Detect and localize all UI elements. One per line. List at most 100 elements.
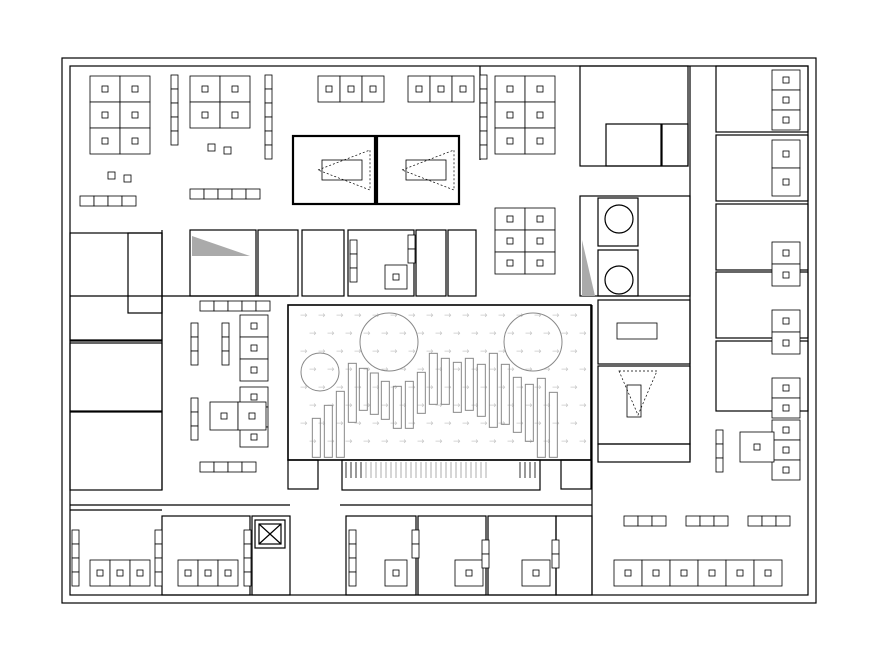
room [257, 229, 299, 297]
arrow-mark: → [390, 383, 398, 393]
cabinet [121, 195, 137, 207]
cabinet [245, 188, 261, 200]
arrow-mark: → [435, 437, 443, 447]
chair [506, 137, 514, 145]
arrow-mark: → [390, 311, 398, 321]
arrow-mark: → [453, 401, 461, 411]
arrow-mark: → [561, 329, 569, 339]
chair [116, 569, 124, 577]
chair [536, 237, 544, 245]
arrow-mark: → [453, 329, 461, 339]
arrow-mark: → [552, 347, 560, 357]
arrow-mark: → [579, 437, 587, 447]
arrow-mark: → [534, 383, 542, 393]
cabinet [213, 461, 229, 473]
shelf [715, 457, 724, 473]
seating-bench [404, 380, 414, 429]
arrow-mark: → [354, 419, 362, 429]
cabinet [231, 188, 247, 200]
room [375, 134, 461, 206]
arrow-mark: → [579, 401, 587, 411]
shelf [190, 397, 199, 413]
chair [782, 271, 790, 279]
shelf [715, 443, 724, 459]
shelf [715, 429, 724, 445]
arrow-mark: → [444, 419, 452, 429]
meeting-table [321, 159, 363, 181]
cabinet [761, 515, 777, 527]
arrow-mark: → [408, 383, 416, 393]
cabinet [79, 195, 95, 207]
chair [782, 466, 790, 474]
arrow-mark: → [480, 419, 488, 429]
cabinet [713, 515, 729, 527]
arrow-mark: → [327, 437, 335, 447]
chair [201, 111, 209, 119]
shelf [71, 571, 80, 587]
shelf [190, 322, 199, 338]
chair [369, 85, 377, 93]
arrow-mark: → [570, 311, 578, 321]
arrow-mark: → [426, 383, 434, 393]
arrow-mark: → [336, 383, 344, 393]
arrow-mark: → [426, 419, 434, 429]
seating-bench [524, 383, 534, 442]
arrow-mark: → [336, 347, 344, 357]
arrow-mark: → [570, 383, 578, 393]
cabinet [227, 300, 243, 312]
arrow-mark: → [453, 437, 461, 447]
seating-bench [311, 417, 321, 458]
arrow-mark: → [327, 365, 335, 375]
arrow-mark: → [363, 329, 371, 339]
chair [782, 446, 790, 454]
seating-bench [476, 363, 486, 417]
circular-planter [503, 312, 563, 372]
room [715, 65, 809, 133]
arrow-mark: → [417, 401, 425, 411]
cabinet [699, 515, 715, 527]
seating-bench [369, 372, 379, 415]
shelf [190, 336, 199, 352]
chair [347, 85, 355, 93]
chair [536, 111, 544, 119]
shaded-area [192, 236, 250, 256]
shelf [479, 74, 488, 90]
shelf [190, 411, 199, 427]
chair [415, 85, 423, 93]
room [597, 365, 691, 445]
arrow-mark: → [462, 347, 470, 357]
arrow-mark: → [399, 365, 407, 375]
shelf [154, 557, 163, 573]
chair [392, 273, 400, 281]
arrow-mark: → [381, 401, 389, 411]
arrow-mark: → [525, 365, 533, 375]
seating-bench [440, 357, 450, 405]
arrow-mark: → [318, 419, 326, 429]
shelf [264, 116, 273, 132]
shelf [264, 130, 273, 146]
shelf [479, 88, 488, 104]
conference-table [626, 384, 642, 418]
arrow-mark: → [498, 347, 506, 357]
conference-table [616, 322, 658, 340]
arrow-mark: → [462, 311, 470, 321]
shelf [348, 571, 357, 587]
arrow-mark: → [498, 311, 506, 321]
room [715, 203, 809, 271]
seating-bench [347, 362, 357, 423]
room [597, 249, 639, 297]
arrow-mark: → [507, 365, 515, 375]
arrow-mark: → [552, 419, 560, 429]
shaded-area [582, 240, 595, 296]
arrow-mark: → [381, 437, 389, 447]
room [415, 229, 447, 297]
arrow-mark: → [579, 329, 587, 339]
chair [506, 259, 514, 267]
chair [231, 111, 239, 119]
cabinet [93, 195, 109, 207]
arrow-mark: → [300, 383, 308, 393]
arrow-mark: → [444, 347, 452, 357]
arrow-mark: → [300, 311, 308, 321]
chair [220, 412, 228, 420]
shelf [551, 553, 560, 569]
